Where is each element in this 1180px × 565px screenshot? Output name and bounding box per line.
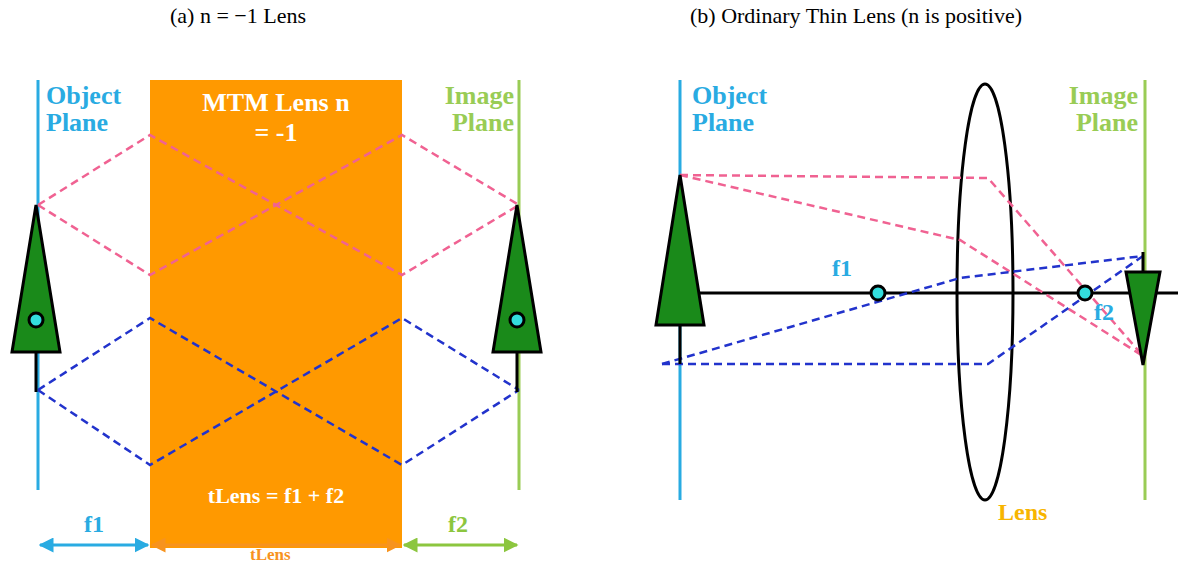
- plane-label: Image Plane: [1028, 82, 1138, 137]
- f2-dimension: [404, 544, 517, 547]
- thin-lens: [957, 84, 1013, 500]
- object-tree: [12, 205, 60, 392]
- metamaterial-slab: [150, 80, 402, 548]
- lens-title: MTM Lens n = -1: [201, 88, 351, 148]
- inverted-image-tree: [1126, 252, 1160, 365]
- blue-rays: [38, 318, 519, 465]
- dimension-label: f2: [448, 512, 468, 537]
- plane-label: Object Plane: [692, 82, 812, 137]
- panel-title: (b) Ordinary Thin Lens (n is positive): [690, 4, 1022, 27]
- part-name: Lens: [998, 500, 1047, 525]
- object-tree: [656, 175, 704, 364]
- pink-rays: [680, 175, 1143, 356]
- plane-label: Object Plane: [46, 82, 166, 137]
- blue-rays: [662, 256, 1143, 364]
- image-tree: [493, 205, 541, 392]
- focal-label: f2: [1094, 300, 1114, 325]
- focal-label: f1: [832, 256, 852, 281]
- f1-dimension: [40, 544, 148, 547]
- pink-rays: [38, 135, 519, 275]
- dimension-label: f1: [84, 512, 104, 537]
- optical-axis: [678, 292, 1178, 295]
- panel-title: (a) n = −1 Lens: [170, 4, 306, 27]
- plane-label: Image Plane: [404, 82, 514, 137]
- focal-point: [871, 286, 885, 300]
- dimension-label: tLens: [250, 546, 291, 564]
- focal-point: [1078, 286, 1092, 300]
- lens-formula: tLens = f1 + f2: [208, 483, 344, 508]
- lens-slab: MTM Lens n = -1 tLens = f1 + f2: [150, 80, 402, 538]
